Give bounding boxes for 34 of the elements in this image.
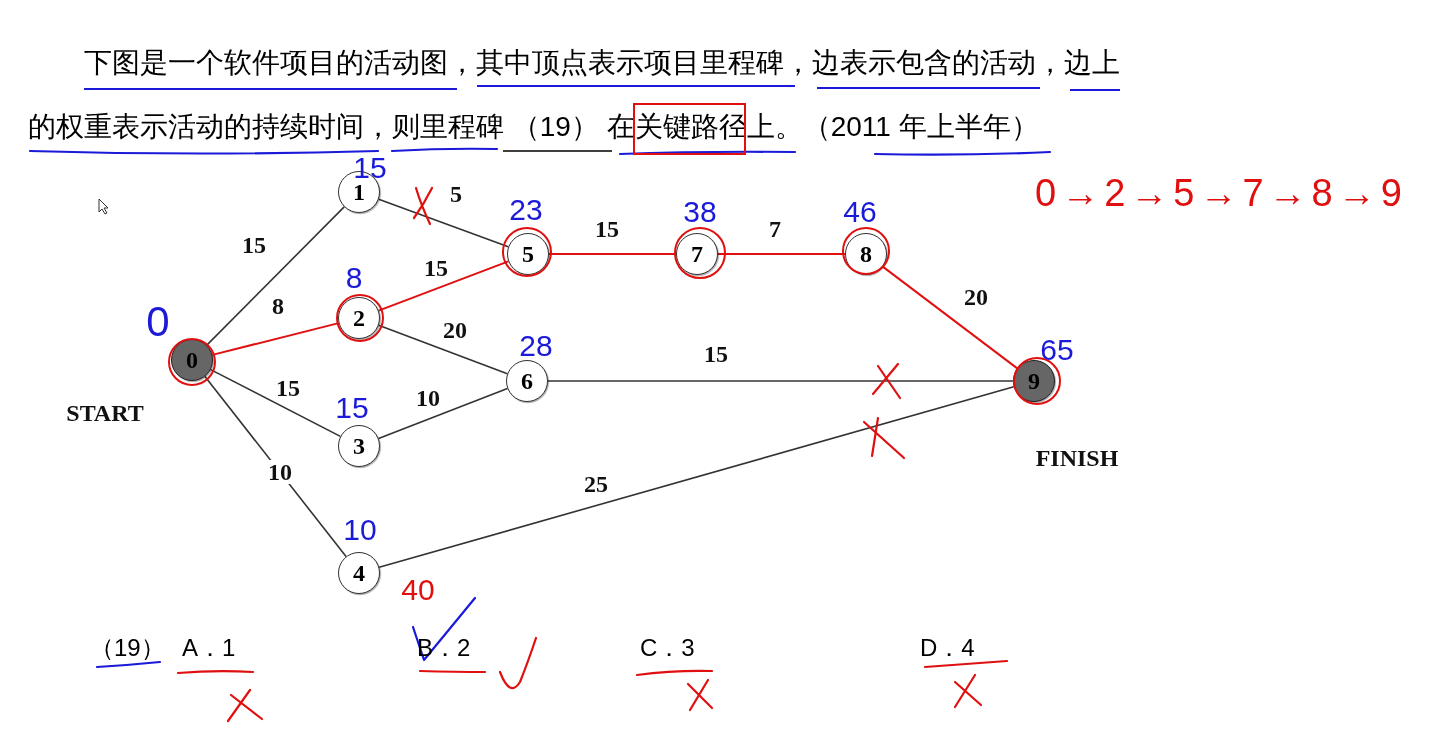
handwritten-note: 0 [146, 301, 170, 343]
edge-label: 10 [267, 460, 293, 484]
question-number: （19） [90, 636, 165, 660]
answer-option: C．3 [640, 636, 695, 660]
answer-option: A．1 [182, 636, 236, 660]
answer-option: D．4 [920, 636, 975, 660]
handwritten-note: 28 [519, 331, 553, 361]
milestone-node: 0 [171, 339, 213, 381]
handwritten-note: 15 [335, 393, 369, 423]
milestone-node: 7 [676, 233, 718, 275]
activity-edge [717, 253, 846, 255]
activity-edge [206, 206, 345, 346]
node-caption: FINISH [1035, 446, 1119, 470]
handwritten-note: 8 [345, 263, 363, 293]
milestone-node: 3 [338, 425, 380, 467]
handwritten-note: 10 [343, 515, 377, 545]
milestone-node: 2 [338, 297, 380, 339]
milestone-node: 6 [506, 360, 548, 402]
activity-edge [378, 385, 1015, 569]
activity-edge [211, 322, 340, 356]
handwritten-note: 23 [509, 195, 543, 225]
activity-edge [547, 380, 1014, 382]
activity-edge [209, 368, 342, 438]
activity-edge [548, 253, 677, 255]
handwritten-note: 0→2→5→7→8→9 [1035, 174, 1407, 212]
handwritten-note: 46 [843, 197, 877, 227]
handwritten-note: 40 [401, 575, 435, 605]
activity-edge [881, 265, 1019, 370]
milestone-node: 5 [507, 233, 549, 275]
node-caption: START [66, 401, 144, 425]
handwritten-note: 38 [683, 197, 717, 227]
milestone-node: 4 [338, 552, 380, 594]
milestone-node: 9 [1013, 360, 1055, 402]
milestone-node: 8 [845, 233, 887, 275]
